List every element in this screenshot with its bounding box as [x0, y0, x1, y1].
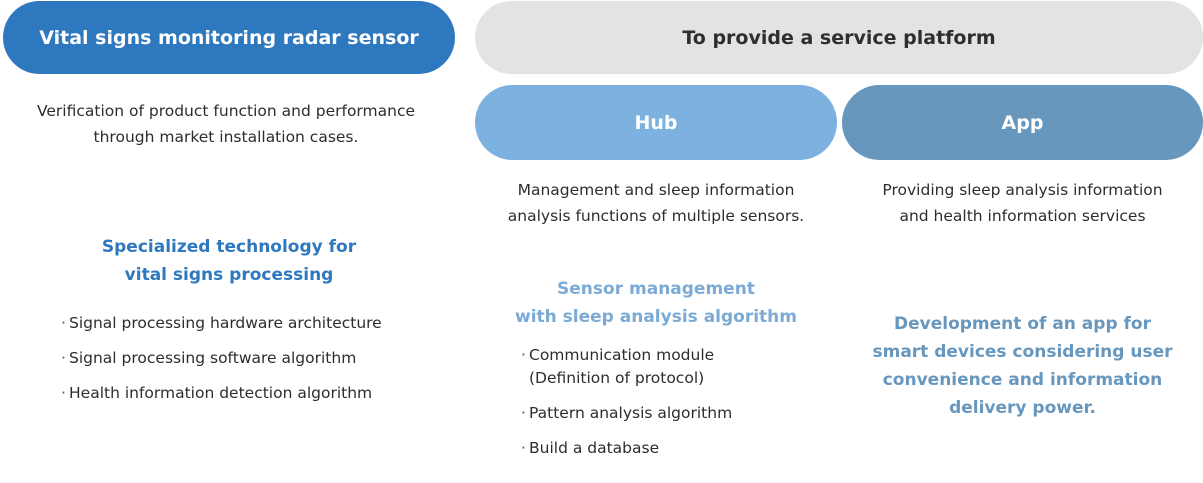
radar-description-line: through market installation cases. — [93, 128, 359, 146]
hub-description-line: Management and sleep information — [517, 181, 795, 199]
hub-heading: Sensor management with sleep analysis al… — [475, 275, 837, 331]
hub-description: Management and sleep information analysi… — [475, 177, 837, 229]
hub-description-line: analysis functions of multiple sensors. — [507, 207, 805, 225]
hub-heading-line: with sleep analysis algorithm — [514, 307, 797, 327]
app-heading-line: delivery power. — [949, 398, 1096, 418]
list-item: Pattern analysis algorithm — [521, 402, 831, 425]
hub-title: Hub — [634, 111, 678, 134]
hub-feature-list: Communication module (Definition of prot… — [521, 344, 831, 472]
radar-heading-line: Specialized technology for — [101, 237, 357, 257]
app-description-line: Providing sleep analysis information — [882, 181, 1163, 199]
list-item: Signal processing hardware architecture — [61, 312, 451, 335]
radar-feature-list: Signal processing hardware architecture … — [61, 312, 451, 417]
app-heading-line: Development of an app for — [894, 314, 1151, 334]
list-item-line: Pattern analysis algorithm — [529, 404, 733, 422]
radar-sensor-pill: Vital signs monitoring radar sensor — [3, 1, 455, 74]
service-platform-pill: To provide a service platform — [475, 1, 1203, 74]
app-description-line: and health information services — [899, 207, 1146, 225]
hub-heading-line: Sensor management — [557, 279, 755, 299]
app-heading: Development of an app for smart devices … — [842, 310, 1203, 422]
list-item: Build a database — [521, 437, 831, 460]
radar-description: Verification of product function and per… — [0, 98, 452, 150]
list-item-line: Communication module — [529, 346, 715, 364]
app-description: Providing sleep analysis information and… — [842, 177, 1203, 229]
app-heading-line: smart devices considering user — [872, 342, 1173, 362]
list-item: Health information detection algorithm — [61, 382, 451, 405]
radar-heading-line: vital signs processing — [124, 265, 334, 285]
list-item: Communication module (Definition of prot… — [521, 344, 831, 390]
radar-sensor-title: Vital signs monitoring radar sensor — [39, 26, 419, 49]
app-heading-line: convenience and information — [882, 370, 1163, 390]
radar-heading: Specialized technology for vital signs p… — [3, 233, 455, 289]
hub-pill: Hub — [475, 85, 837, 160]
radar-description-line: Verification of product function and per… — [36, 102, 416, 120]
app-title: App — [1001, 111, 1044, 134]
list-item-line: Build a database — [529, 439, 660, 457]
app-pill: App — [842, 85, 1203, 160]
service-platform-title: To provide a service platform — [682, 26, 996, 49]
list-item-line: (Definition of protocol) — [529, 369, 705, 387]
list-item: Signal processing software algorithm — [61, 347, 451, 370]
